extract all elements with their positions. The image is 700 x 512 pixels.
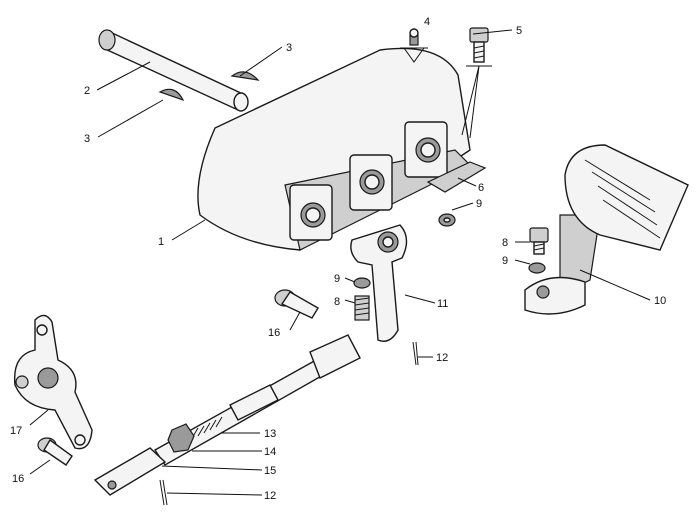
callout-12-lower: 12 <box>264 490 276 502</box>
plate-part <box>426 161 487 193</box>
callout-9-middle: 9 <box>334 273 340 285</box>
callout-8-middle: 8 <box>334 296 340 308</box>
washer-part-right <box>528 262 546 274</box>
bell-crank-part <box>13 314 93 450</box>
callout-14: 14 <box>264 446 276 458</box>
callout-2: 2 <box>84 85 90 97</box>
callout-1: 1 <box>158 236 164 248</box>
callout-labels: 1 2 3 3 4 5 6 8 8 9 9 9 10 11 12 12 13 1… <box>10 16 666 502</box>
callout-15: 15 <box>264 465 276 477</box>
leader-lines <box>29 29 651 496</box>
lever-arm-part <box>350 224 408 342</box>
callout-3-lower: 3 <box>84 133 90 145</box>
callout-11: 11 <box>437 298 448 310</box>
bolt-part-middle <box>354 295 370 321</box>
callout-12-upper: 12 <box>436 352 448 364</box>
callout-10: 10 <box>654 295 666 307</box>
pivot-pin-part <box>98 29 249 112</box>
callout-5: 5 <box>516 25 522 37</box>
adjusting-rod-part <box>153 334 361 466</box>
callout-8-right: 8 <box>502 237 508 249</box>
housing-lug-2 <box>349 154 393 211</box>
split-pin-part-upper <box>412 341 419 366</box>
housing-part <box>197 47 472 251</box>
callout-3-upper: 3 <box>286 42 292 54</box>
housing-lug-1 <box>289 184 333 241</box>
callout-16-upper: 16 <box>268 327 280 339</box>
callout-17: 17 <box>10 425 22 437</box>
bolt-part-right <box>529 227 549 255</box>
split-pin-part-lower <box>159 479 168 506</box>
clevis-pin-part-lower <box>37 437 73 466</box>
callout-13: 13 <box>264 428 276 440</box>
grease-nipple-part <box>400 28 428 63</box>
housing-lug-3 <box>404 121 448 178</box>
bolt-part-5 <box>461 27 492 139</box>
key-part-lower <box>158 88 185 102</box>
lock-nut-part <box>167 423 195 453</box>
washer-part-upper <box>438 213 456 227</box>
callout-4: 4 <box>424 16 430 28</box>
callout-6: 6 <box>478 182 484 194</box>
pedal-part <box>524 144 689 315</box>
callout-9-upper: 9 <box>476 198 482 210</box>
key-part-upper <box>230 71 260 81</box>
callout-16-lower: 16 <box>12 473 24 485</box>
clevis-pin-part-upper <box>274 289 319 319</box>
washer-part-middle <box>353 277 371 289</box>
fork-end-part <box>93 447 167 496</box>
callout-9-right: 9 <box>502 255 508 267</box>
